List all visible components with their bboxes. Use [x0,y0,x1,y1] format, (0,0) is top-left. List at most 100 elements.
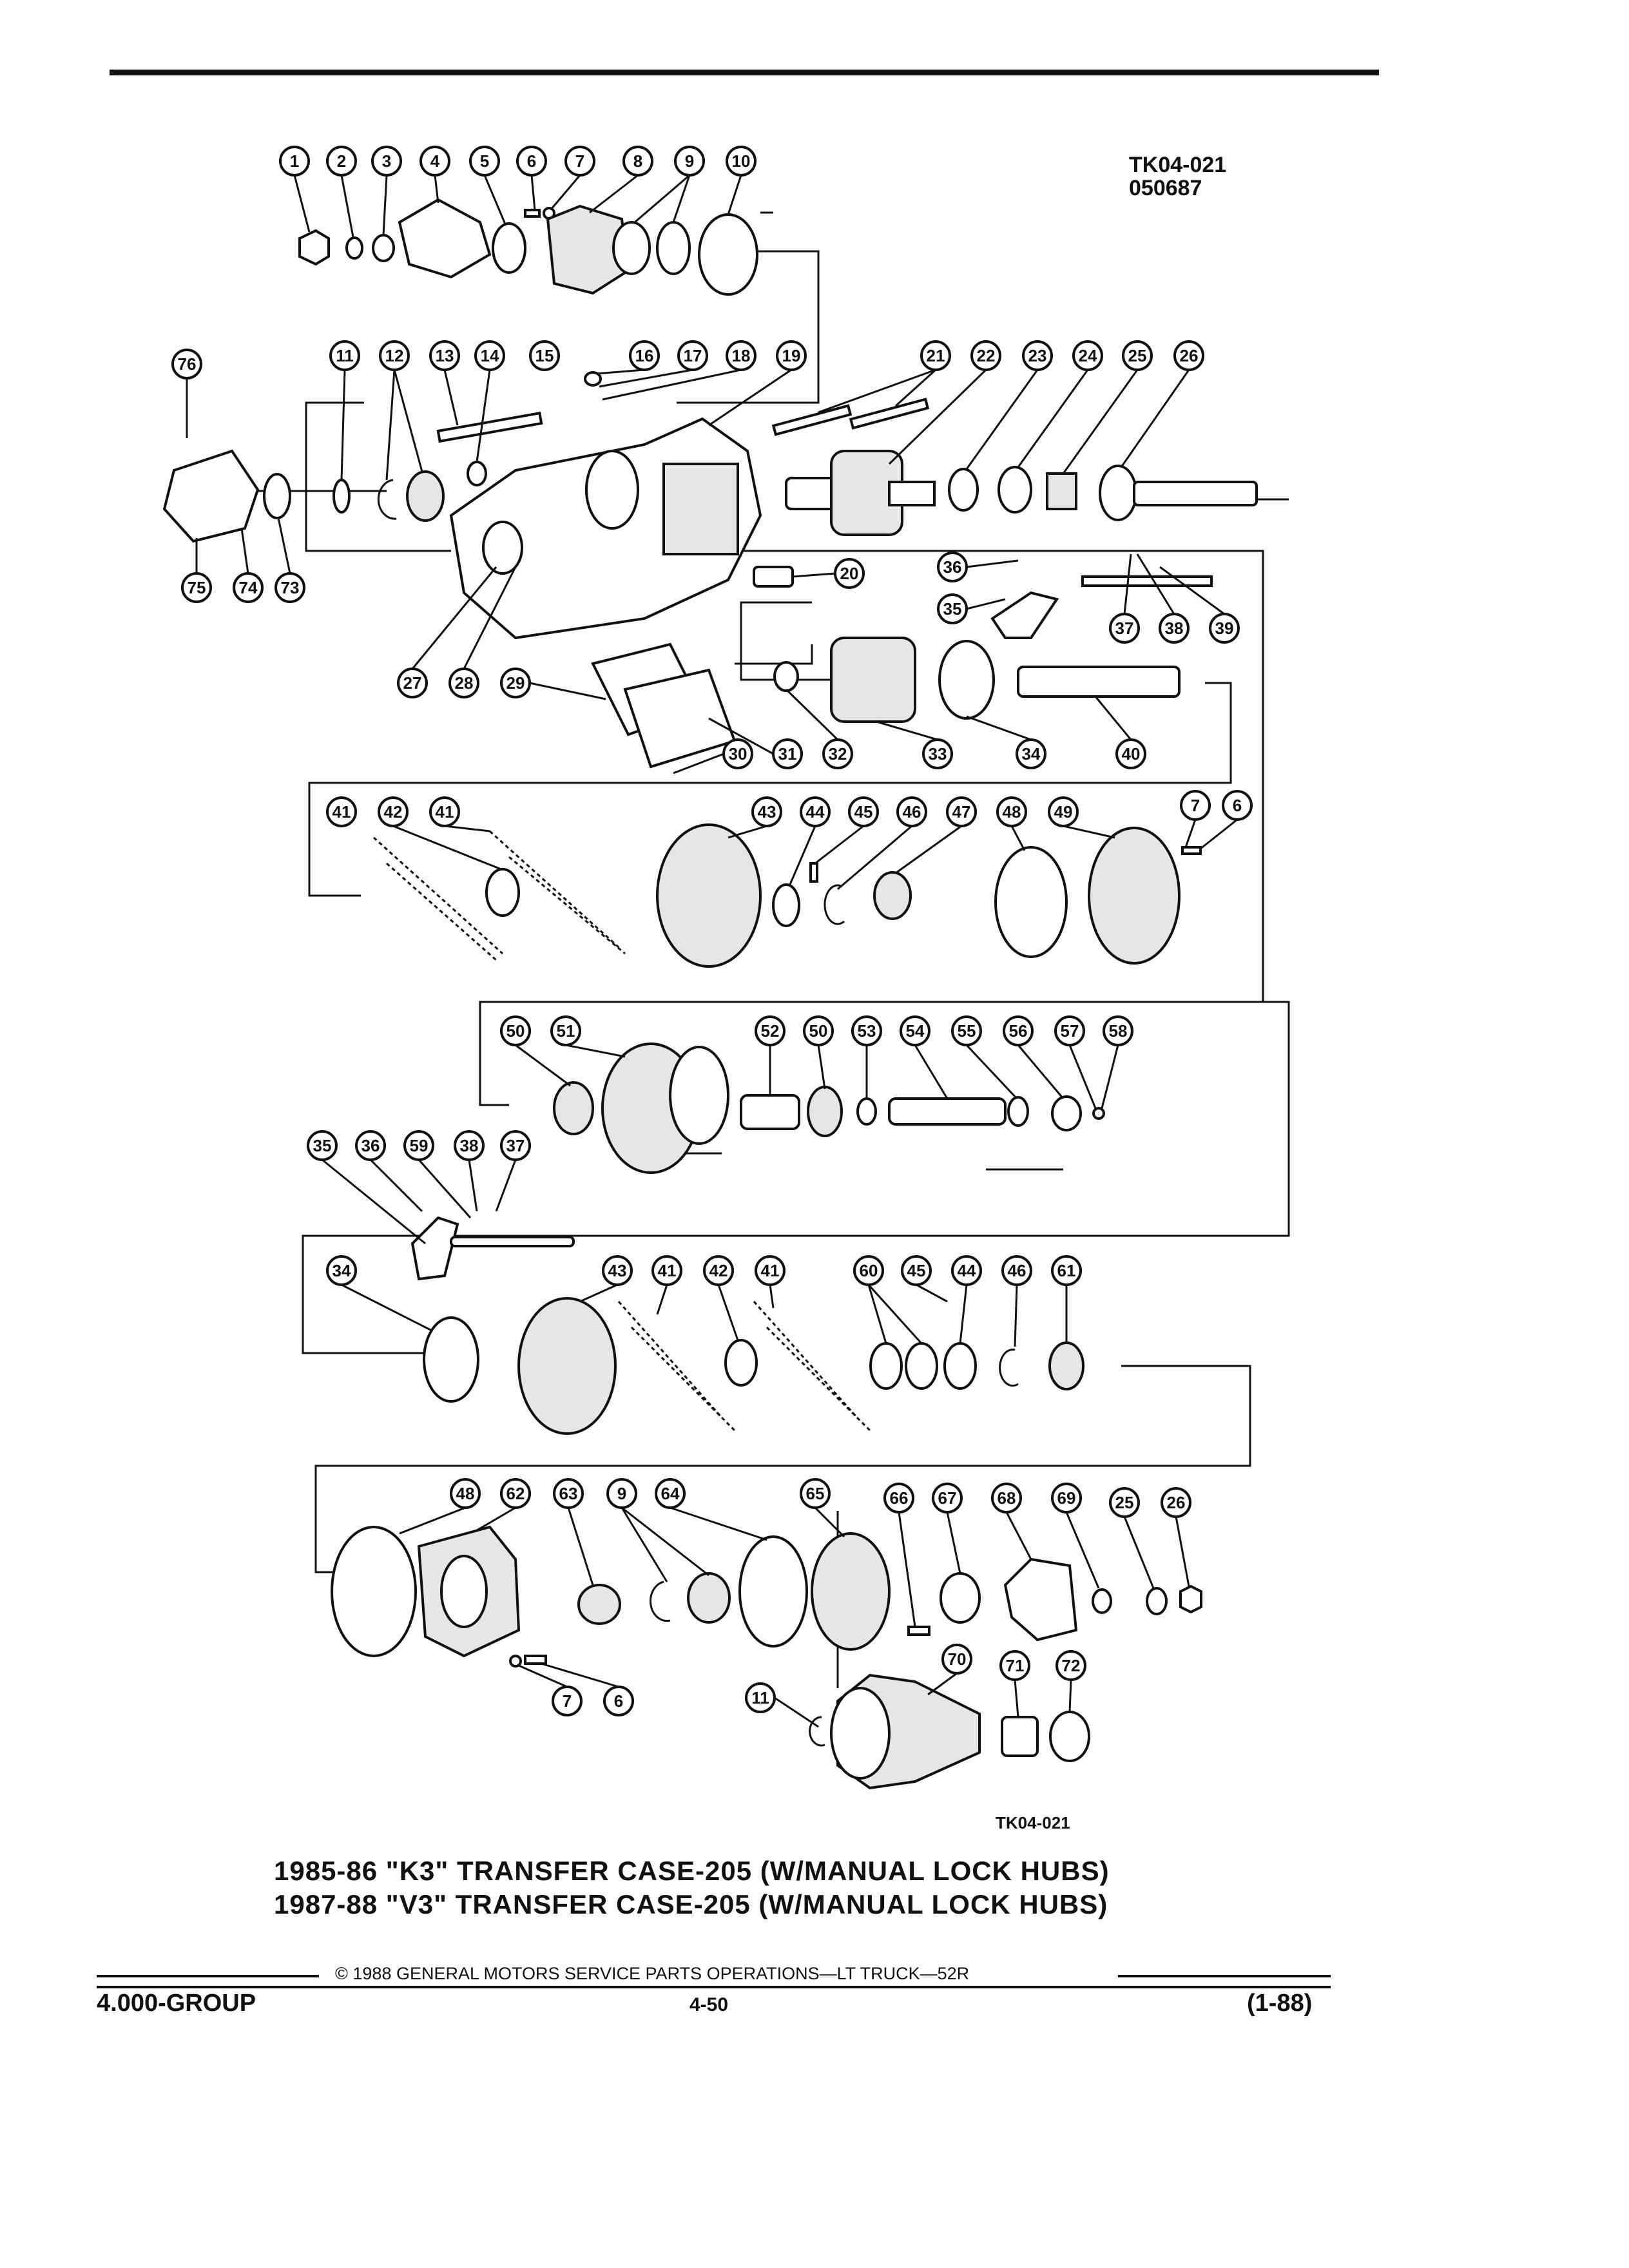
callout: 75 [181,572,212,603]
svg-text:46: 46 [1008,1261,1027,1280]
clutch-ring-b-part [423,1316,479,1403]
svg-text:37: 37 [1115,619,1134,638]
svg-text:15: 15 [535,346,554,365]
nut-part [298,229,330,266]
callout: 30 [722,738,753,769]
callout: 26 [1161,1487,1191,1518]
washer-c-part [1007,1096,1029,1127]
callout: 6 [603,1686,634,1716]
housing-face-part [830,1687,891,1780]
hub-spacer-part [263,473,291,519]
svg-text:18: 18 [732,346,751,365]
svg-text:42: 42 [384,802,403,822]
yoke-part [398,198,492,279]
svg-text:45: 45 [907,1261,926,1280]
front-output-gear-part [656,823,762,968]
callout: 64 [655,1478,686,1509]
svg-text:52: 52 [761,1021,780,1041]
parts-mid [591,566,1213,769]
idler-bearing-b-part [807,1086,843,1137]
svg-text:54: 54 [906,1021,925,1041]
callout: 48 [996,796,1027,827]
svg-text:40: 40 [1122,744,1141,764]
callout: 49 [1048,796,1079,827]
callout: 45 [901,1255,932,1286]
svg-text:66: 66 [890,1488,909,1508]
callout: 17 [677,340,708,371]
snap-ring-small-part [773,661,799,692]
callout: 41 [651,1255,682,1286]
shift-fork-b-part [410,1216,459,1281]
callout: 35 [937,593,968,624]
callout: 72 [1055,1650,1086,1681]
pin-part [809,862,818,883]
svg-text:5: 5 [480,151,489,171]
svg-text:6: 6 [614,1691,623,1711]
callout: 57 [1054,1015,1085,1046]
lock-washer-c-part [1092,1107,1105,1120]
svg-text:70: 70 [948,1649,967,1669]
svg-text:25: 25 [1115,1493,1134,1512]
thrust-washer-c-part [869,1342,903,1390]
svg-text:53: 53 [858,1021,876,1041]
front-bearing-part [406,470,445,522]
parts-main-case [162,371,762,640]
svg-text:49: 49 [1054,802,1073,822]
svg-text:8: 8 [633,151,642,171]
parts-row4 [372,823,1202,968]
parts-output-shaft [771,398,1258,536]
svg-text:43: 43 [758,802,776,822]
svg-text:43: 43 [608,1261,627,1280]
svg-text:59: 59 [410,1136,429,1155]
svg-text:35: 35 [313,1136,332,1155]
needle-rollers-a [372,836,504,955]
svg-text:14: 14 [481,346,499,365]
svg-text:44: 44 [806,802,825,822]
callout: 3 [371,146,402,177]
callout: 73 [275,572,305,603]
needle-rollers-c [488,830,620,948]
output-gear-part [1099,465,1137,521]
callout: 25 [1122,340,1153,371]
callout: 43 [602,1255,633,1286]
sliding-clutch-part [830,637,916,723]
svg-text:9: 9 [685,151,694,171]
copyright-text: © 1988 GENERAL MOTORS SERVICE PARTS OPER… [335,1964,970,1983]
bearing-cone-part [656,221,691,275]
svg-text:44: 44 [958,1261,976,1280]
callout: 8 [622,146,653,177]
oil-seal-part [940,1572,981,1624]
page-number: 4-50 [689,1994,729,2015]
callout: 44 [951,1255,982,1286]
svg-text:16: 16 [635,346,654,365]
svg-text:57: 57 [1061,1021,1079,1041]
callout: 25 [1109,1487,1140,1518]
case-window [662,463,739,555]
callout: 56 [1003,1015,1034,1046]
needle-rollers-b [386,862,497,961]
callout: 67 [932,1483,963,1514]
bearing-cup-c-part [577,1584,621,1625]
output-shaft-part [1133,481,1258,506]
callout: 29 [500,668,531,698]
svg-text:41: 41 [436,802,454,822]
rear-yoke-part [1003,1557,1078,1642]
svg-text:36: 36 [943,557,962,577]
svg-text:41: 41 [761,1261,780,1280]
washer-d-part [1146,1587,1168,1615]
svg-text:76: 76 [178,354,197,374]
svg-text:67: 67 [938,1488,957,1508]
svg-text:31: 31 [778,744,797,764]
needle-bearing-part [1046,472,1077,510]
callout: 38 [1159,613,1190,644]
needle-rollers-g [753,1301,858,1418]
shim-part [856,1097,877,1126]
svg-text:61: 61 [1057,1261,1076,1280]
svg-text:6: 6 [527,151,536,171]
retaining-ring-part [333,479,351,514]
svg-text:2: 2 [337,151,346,171]
callout: 19 [776,340,807,371]
rear-retainer-part [811,1532,891,1651]
callout: 54 [900,1015,930,1046]
